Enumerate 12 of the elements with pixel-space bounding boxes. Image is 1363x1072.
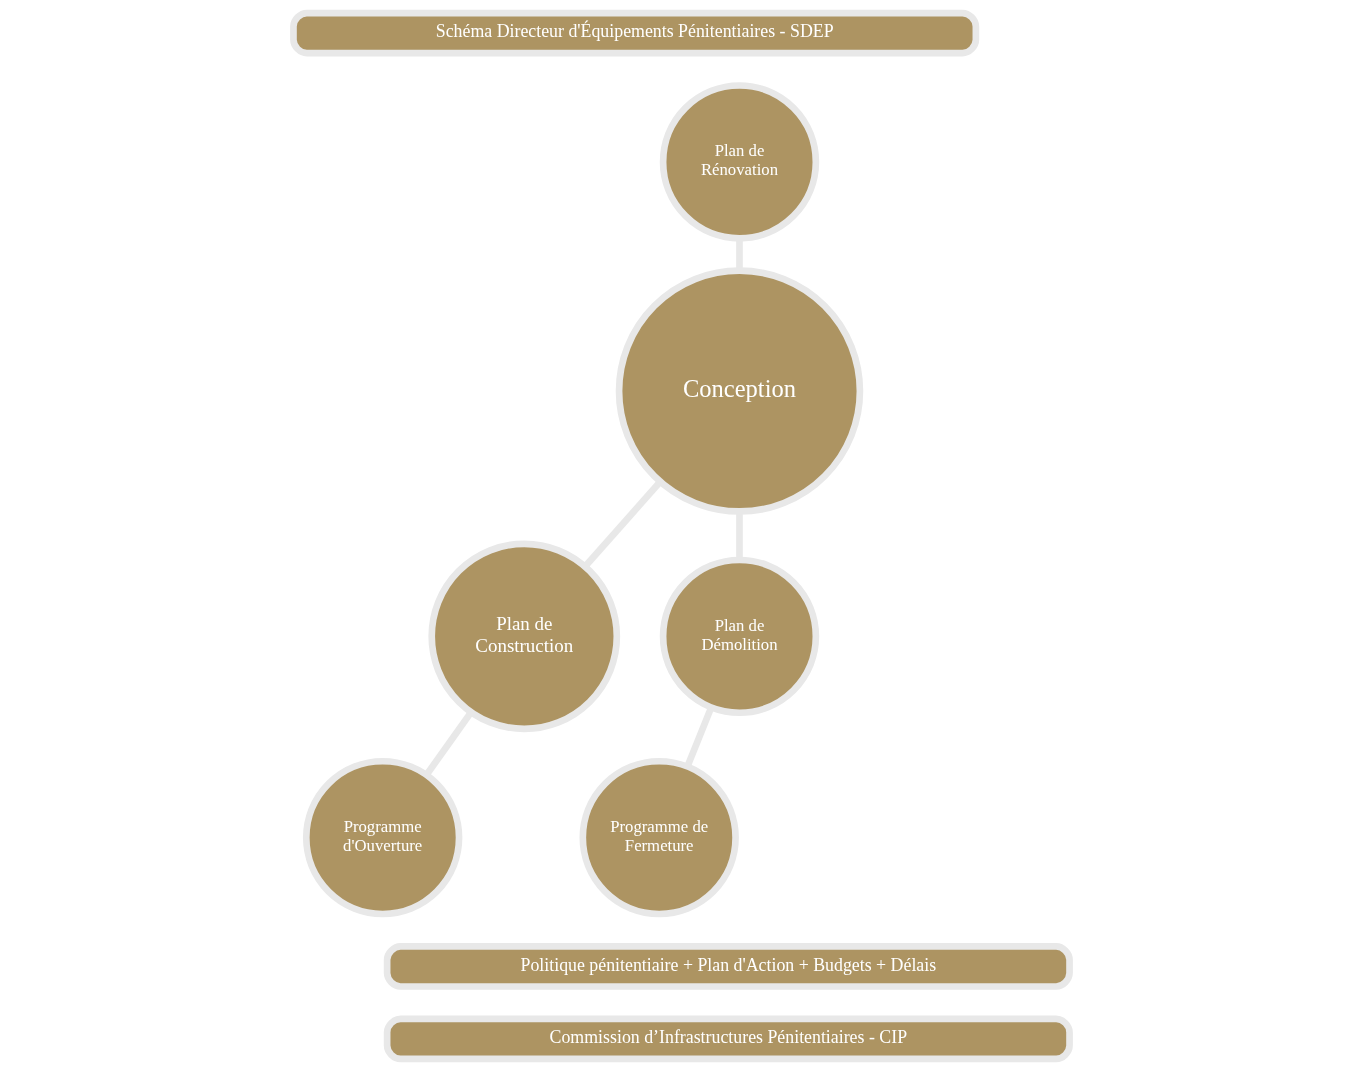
node-circle: Programme d'Ouverture — [302, 757, 463, 918]
node-box: Politique pénitentiaire + Plan d'Action + Budgets + Délais — [383, 943, 1073, 990]
node-circle: Plan de Démolition — [659, 556, 820, 717]
node-circle: Conception — [615, 267, 864, 515]
node-box: Commission d’Infrastructures Pénitentiaires - CIP — [383, 1015, 1073, 1063]
node-circle: Programme de Fermeture — [579, 757, 739, 918]
connector — [423, 710, 474, 777]
node-circle: Plan de Construction — [428, 540, 621, 733]
connector — [684, 706, 715, 768]
node-circle: Plan de Rénovation — [659, 82, 820, 242]
connector — [582, 479, 663, 569]
node-box: Schéma Directeur d'Équipements Pénitentiaires - SDEP — [290, 9, 980, 57]
